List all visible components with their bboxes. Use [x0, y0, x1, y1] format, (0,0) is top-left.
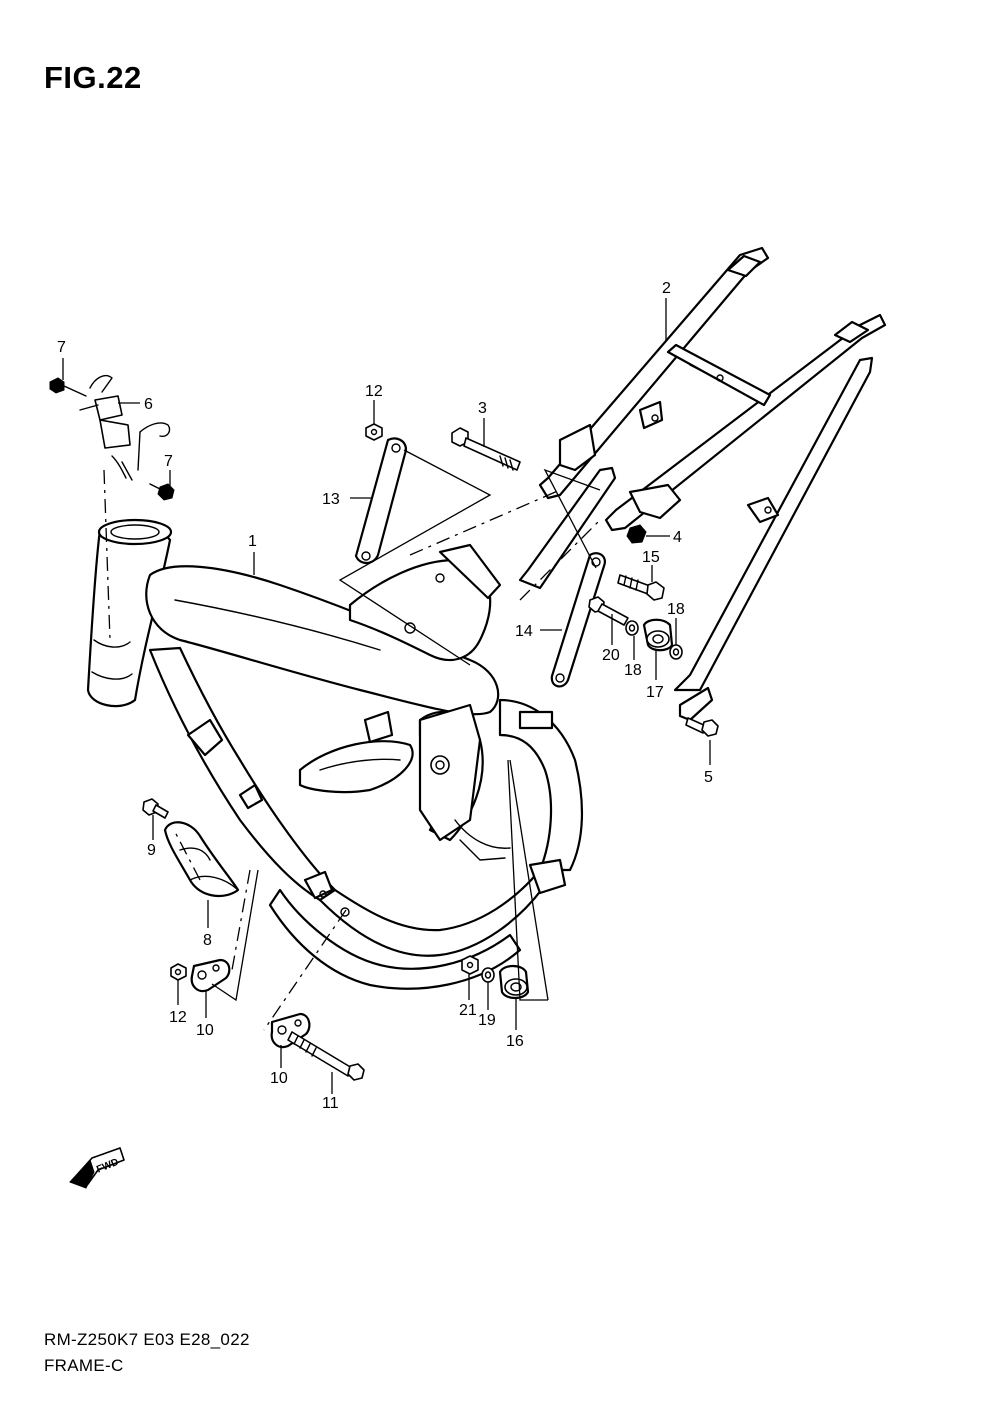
- bolt-part-7-lower[interactable]: [149, 483, 175, 501]
- figure-code: RM-Z250K7 E03 E28_022: [44, 1330, 250, 1349]
- callout-19: 19: [478, 1012, 496, 1029]
- callout-7-upper: 7: [57, 339, 66, 356]
- forward-direction-arrow-icon: FWD: [69, 1147, 125, 1189]
- callout-12-lower: 12: [169, 1009, 187, 1026]
- callout-13: 13: [322, 491, 340, 508]
- callout-leaders: [62, 298, 711, 1094]
- callout-17: 17: [646, 684, 664, 701]
- bolt-part-5[interactable]: [685, 717, 719, 737]
- callout-3: 3: [478, 400, 487, 417]
- bolt-part-20[interactable]: [588, 596, 629, 626]
- callout-7-lower: 7: [164, 453, 173, 470]
- callout-21: 21: [459, 1002, 477, 1019]
- callout-4: 4: [673, 529, 682, 546]
- bolt-part-11[interactable]: [287, 1031, 365, 1081]
- callout-2: 2: [662, 280, 671, 297]
- stay-part-13[interactable]: [354, 437, 408, 565]
- bolt-part-15[interactable]: [617, 574, 665, 601]
- callout-1: 1: [248, 533, 257, 550]
- collar-part-16[interactable]: [498, 964, 530, 1000]
- figure-title: FIG.22: [44, 60, 142, 95]
- stay-part-14[interactable]: [550, 552, 606, 688]
- callout-20: 20: [602, 647, 620, 664]
- bolt-part-3[interactable]: [451, 427, 521, 471]
- assembly-lines: [103, 449, 601, 1031]
- callout-18-right: 18: [667, 601, 685, 618]
- callout-9: 9: [147, 842, 156, 859]
- collar-part-17[interactable]: [642, 618, 674, 652]
- callout-16: 16: [506, 1033, 524, 1050]
- figure-name: FRAME-C: [44, 1356, 124, 1375]
- guard-part-8[interactable]: [163, 821, 240, 898]
- callout-6: 6: [144, 396, 153, 413]
- callout-15: 15: [642, 549, 660, 566]
- callout-8: 8: [203, 932, 212, 949]
- washer-part-18-right[interactable]: [669, 644, 683, 660]
- bracket-part-6[interactable]: [79, 374, 171, 481]
- nut-part-12-lower[interactable]: [170, 963, 187, 981]
- callout-14: 14: [515, 623, 533, 640]
- nut-part-21[interactable]: [461, 955, 479, 975]
- nut-part-12-upper[interactable]: [365, 423, 383, 441]
- main-frame-part-1[interactable]: [86, 518, 584, 990]
- bracket-part-10-upper[interactable]: [190, 958, 231, 993]
- callout-10-upper: 10: [196, 1022, 214, 1039]
- washer-part-18-left[interactable]: [625, 620, 639, 636]
- bolt-part-9[interactable]: [142, 798, 169, 819]
- bolt-part-7-upper[interactable]: [49, 377, 87, 397]
- washer-part-19[interactable]: [481, 967, 495, 983]
- callout-12-upper: 12: [365, 383, 383, 400]
- callout-11: 11: [322, 1095, 339, 1112]
- bolt-part-4[interactable]: [626, 524, 647, 544]
- callout-18-left: 18: [624, 662, 642, 679]
- callout-labels: 1 2 3 4 5 6 7 7 8 9 10 10 11 12 12 13 14…: [57, 280, 713, 1112]
- rear-subframe-part-2[interactable]: [518, 246, 887, 722]
- callout-5: 5: [704, 769, 713, 786]
- callout-10-lower: 10: [270, 1070, 288, 1087]
